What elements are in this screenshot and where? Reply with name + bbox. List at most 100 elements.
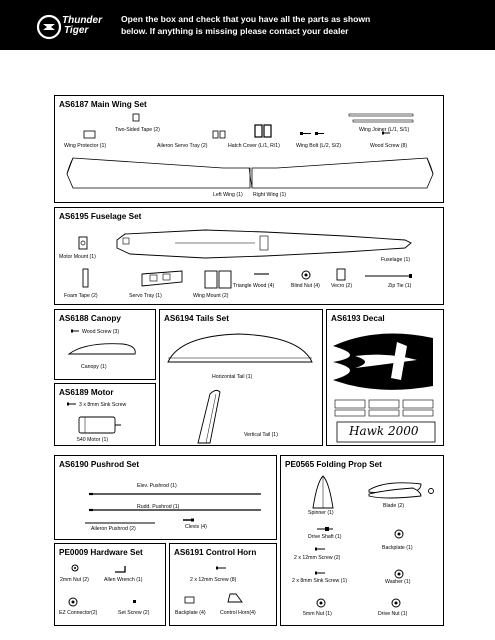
canopy-label: Canopy (1)	[81, 364, 107, 370]
clevis-label: Clevis (4)	[185, 524, 207, 530]
tails-set-title: AS6194 Tails Set	[164, 314, 229, 323]
foam-tape-icon	[82, 268, 89, 288]
brand-line-2: Tiger	[64, 25, 89, 36]
prop-parts-drawing	[312, 475, 434, 608]
hardware-set-panel: PE0009 Hardware Set 2mm Nut (2) Allen Wr…	[54, 543, 166, 626]
horn-backplate-icon	[184, 596, 195, 604]
wing-mount-right-icon	[218, 270, 232, 289]
instruction-line-2: below. If anything is missing please con…	[121, 26, 349, 36]
decal-script-strips-icon	[334, 399, 434, 417]
horn-screw-label: 2 x 12mm Screw (8)	[190, 577, 237, 583]
tails-set-panel: AS6194 Tails Set Horizontal Tail (1) Ver…	[159, 309, 323, 446]
pushrod-parts-drawing	[85, 492, 261, 524]
vertical-tail-label: Vertical Tail (1)	[244, 432, 278, 438]
thunder-tiger-logo: Thunder Tiger	[36, 12, 106, 42]
wing-mount-left-icon	[204, 270, 218, 289]
blind-nut-label: Blind Nut (4)	[291, 283, 320, 289]
pushrod-set-panel: AS6190 Pushrod Set Elev. Pushrod (1) Rud…	[54, 455, 277, 540]
right-wing-icon	[251, 157, 434, 189]
motor-set-panel: AS6189 Motor 3 x 8mm Sink Screw 540 Moto…	[54, 383, 156, 446]
washer-label: Washer (1)	[385, 579, 411, 585]
control-horn-parts-drawing	[184, 566, 243, 604]
wing-protector-label: Wing Protector (1)	[64, 143, 107, 149]
aileron-pushrod-label: Aileron Pushrod (2)	[91, 526, 136, 532]
hawk-2000-decal-text: Hawk 2000	[349, 424, 419, 438]
pushrod-set-title: AS6190 Pushrod Set	[59, 460, 140, 469]
header-instructions: Open the box and check that you have all…	[121, 13, 481, 37]
canopy-parts-drawing	[67, 329, 136, 355]
2mm-nut-label: 2mm Nut (2)	[60, 577, 89, 583]
fuselage-parts-drawing	[78, 229, 412, 289]
spinner-label: Spinner (1)	[308, 510, 334, 516]
horizontal-tail-label: Horizontal Tail (1)	[212, 374, 253, 380]
horn-backplate-label: Backplate (4)	[175, 610, 206, 616]
hardware-parts-drawing	[68, 564, 136, 607]
decal-set-title: AS6193 Decal	[331, 314, 385, 323]
canopy-set-panel: AS6188 Canopy Wood Screw (3) Canopy (1)	[54, 309, 156, 380]
two-sided-tape-icon	[132, 113, 140, 122]
horizontal-tail-icon	[167, 333, 313, 363]
hatch-cover-right-icon	[263, 124, 272, 138]
velcro-icon	[336, 268, 346, 281]
prop-backplate-label: Backplate (1)	[382, 545, 413, 551]
wing-joiner-long-icon	[348, 113, 414, 117]
main-wing-parts-drawing	[66, 113, 434, 189]
control-horn-set-title: AS6191 Control Horn	[174, 548, 257, 557]
wing-bolt-label: Wing Bolt (L/2, S/2)	[296, 143, 341, 149]
wood-screw-label: Wood Screw (8)	[370, 143, 408, 149]
wing-joiner-label: Wing Joiner (L/1, S/1)	[359, 127, 410, 133]
motor-mount-icon	[78, 236, 88, 250]
prop-12mm-screw-label: 2 x 12mm Screw (2)	[294, 555, 341, 561]
ez-connector-label: EZ Connector(2)	[59, 610, 98, 616]
drive-nut-label: Drive Nut (1)	[378, 611, 408, 617]
allen-wrench-icon	[115, 566, 126, 573]
blade-label: Blade (2)	[383, 503, 405, 509]
velcro-label: Vecro (2)	[331, 283, 353, 289]
decal-swoosh-icon	[333, 333, 433, 390]
drive-shaft-label: Drive Shaft (1)	[308, 534, 342, 540]
servo-tray-left-icon	[212, 130, 219, 139]
right-wing-label: Right Wing (1)	[253, 192, 287, 198]
left-wing-label: Left Wing (1)	[213, 192, 243, 198]
triangle-wood-label: Triangle Wood (4)	[233, 283, 275, 289]
motor-sink-screw-label: 3 x 8mm Sink Screw	[79, 402, 127, 408]
instruction-line-1: Open the box and check that you have all…	[121, 14, 371, 24]
decal-set-panel: AS6193 Decal Hawk 2000	[326, 309, 444, 446]
motor-mount-label: Motor Mount (1)	[59, 254, 96, 260]
canopy-icon	[67, 343, 136, 355]
canopy-wood-screw-label: Wood Screw (3)	[82, 329, 120, 335]
wood-screw-icon	[382, 131, 390, 135]
control-horn-label: Control Horn(4)	[220, 610, 256, 616]
motor-parts-drawing	[67, 402, 121, 434]
allen-wrench-label: Allen Wrench (1)	[104, 577, 143, 583]
hatch-cover-left-icon	[254, 124, 263, 138]
wing-joiner-short-icon	[352, 119, 414, 123]
aileron-servo-tray-label: Aileron Servo Tray (2)	[157, 143, 208, 149]
decal-parts-drawing	[333, 333, 436, 443]
hawk-2000-decal-icon	[336, 421, 436, 443]
motor-set-title: AS6189 Motor	[59, 388, 114, 397]
elev-pushrod-label: Elev. Pushrod (1)	[137, 483, 177, 489]
wing-mount-label: Wing Mount (2)	[193, 293, 229, 299]
zip-tie-label: Zip Tie (1)	[388, 283, 412, 289]
main-wing-set-title: AS6187 Main Wing Set	[59, 100, 147, 109]
control-horn-set-panel: AS6191 Control Horn 2 x 12mm Screw (8) B…	[169, 543, 277, 626]
folding-prop-set-title: PE0565 Folding Prop Set	[285, 460, 382, 469]
servo-tray-right-icon	[219, 130, 226, 139]
hardware-set-title: PE0009 Hardware Set	[59, 548, 143, 557]
vertical-tail-icon	[197, 389, 221, 444]
motor-label: 540 Motor (1)	[77, 437, 109, 443]
header-banner	[0, 0, 495, 50]
rudd-pushrod-label: Rudd. Pushrod (1)	[137, 504, 180, 510]
servo-tray-icon	[141, 270, 183, 287]
control-horn-icon	[227, 593, 243, 603]
wing-bolt-icon	[300, 132, 324, 135]
set-screw-icon	[133, 600, 136, 603]
folding-prop-set-panel: PE0565 Folding Prop Set Spinner (1) Blad…	[280, 455, 444, 626]
fuselage-label: Fuselage (1)	[381, 257, 411, 263]
nut-5mm-label: 5mm Nut (1)	[303, 611, 332, 617]
motor-icon	[78, 416, 116, 434]
left-wing-icon	[66, 157, 251, 189]
brand-line-1: Thunder	[62, 15, 102, 26]
blade-lower-icon	[368, 487, 422, 499]
